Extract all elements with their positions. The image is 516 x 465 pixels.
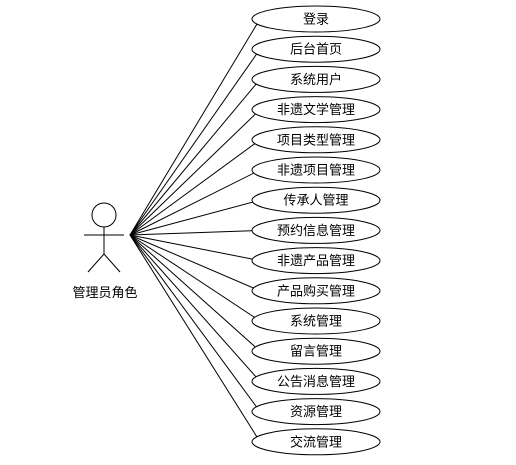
- use-case: 项目类型管理: [251, 126, 381, 154]
- association-line: [129, 199, 261, 236]
- use-case-label: 交流管理: [290, 434, 342, 450]
- use-case-label: 公告消息管理: [277, 374, 355, 390]
- use-case: 资源管理: [251, 398, 381, 426]
- use-case: 交流管理: [251, 428, 381, 456]
- association-line: [129, 234, 261, 262]
- use-case-label: 产品购买管理: [277, 283, 355, 299]
- use-case-ellipse: [251, 216, 381, 244]
- association-line: [129, 139, 261, 236]
- use-case-ellipse: [251, 35, 381, 63]
- use-case-label: 非遗产品管理: [277, 254, 355, 269]
- use-case: 产品购买管理: [251, 277, 381, 305]
- use-case: 后台首页: [251, 35, 381, 63]
- use-case-ellipse: [251, 307, 381, 335]
- use-case-label: 非遗项目管理: [277, 164, 355, 179]
- association-line: [129, 234, 261, 382]
- use-case: 预约信息管理: [251, 216, 381, 244]
- use-case-ellipse: [251, 337, 381, 365]
- use-case-label: 传承人管理: [283, 194, 348, 209]
- use-case-label: 登录: [303, 13, 329, 28]
- use-case-label: 预约信息管理: [277, 223, 355, 239]
- use-case-list: 登录后台首页系统用户非遗文学管理项目类型管理非遗项目管理传承人管理预约信息管理非…: [251, 5, 381, 456]
- use-case-label: 系统管理: [290, 315, 342, 330]
- use-case-ellipse: [251, 428, 381, 456]
- association-line: [129, 229, 261, 236]
- use-case-label: 非遗文学管理: [277, 102, 355, 118]
- association-line: [129, 234, 261, 322]
- association-lines: [129, 18, 261, 443]
- association-line: [129, 234, 261, 292]
- association-line: [129, 234, 261, 352]
- use-case-label: 资源管理: [290, 405, 342, 420]
- actor-right-leg: [103, 253, 121, 273]
- association-line: [129, 169, 261, 236]
- use-case-label: 留言管理: [290, 345, 342, 360]
- use-case-ellipse: [251, 398, 381, 426]
- use-case-ellipse: [251, 367, 381, 395]
- association-line: [129, 234, 261, 443]
- use-case-ellipse: [251, 247, 381, 275]
- association-line: [129, 48, 261, 236]
- use-case-ellipse: [251, 277, 381, 305]
- association-line: [129, 79, 261, 236]
- use-case: 留言管理: [251, 337, 381, 365]
- use-case-ellipse: [251, 65, 381, 93]
- use-case: 系统用户: [251, 65, 381, 93]
- use-case-ellipse: [251, 5, 381, 33]
- use-case-ellipse: [251, 156, 381, 184]
- association-line: [129, 234, 261, 412]
- use-case: 非遗项目管理: [251, 156, 381, 184]
- use-case: 公告消息管理: [251, 367, 381, 395]
- actor-label: 管理员角色: [72, 285, 137, 301]
- use-case: 非遗文学管理: [251, 96, 381, 124]
- use-case: 登录: [251, 5, 381, 33]
- association-line: [129, 18, 261, 236]
- use-case-label: 后台首页: [290, 43, 342, 58]
- actor-left-leg: [87, 253, 105, 273]
- use-case: 传承人管理: [251, 186, 381, 214]
- use-case-ellipse: [251, 96, 381, 124]
- use-case-ellipse: [251, 126, 381, 154]
- actor-figure: 管理员角色: [72, 202, 138, 301]
- use-case-ellipse: [251, 186, 381, 214]
- use-case: 非遗产品管理: [251, 247, 381, 275]
- use-case-label: 项目类型管理: [277, 133, 355, 148]
- use-case-label: 系统用户: [290, 72, 342, 88]
- association-line: [129, 109, 261, 236]
- use-case: 系统管理: [251, 307, 381, 335]
- actor-head: [91, 202, 117, 228]
